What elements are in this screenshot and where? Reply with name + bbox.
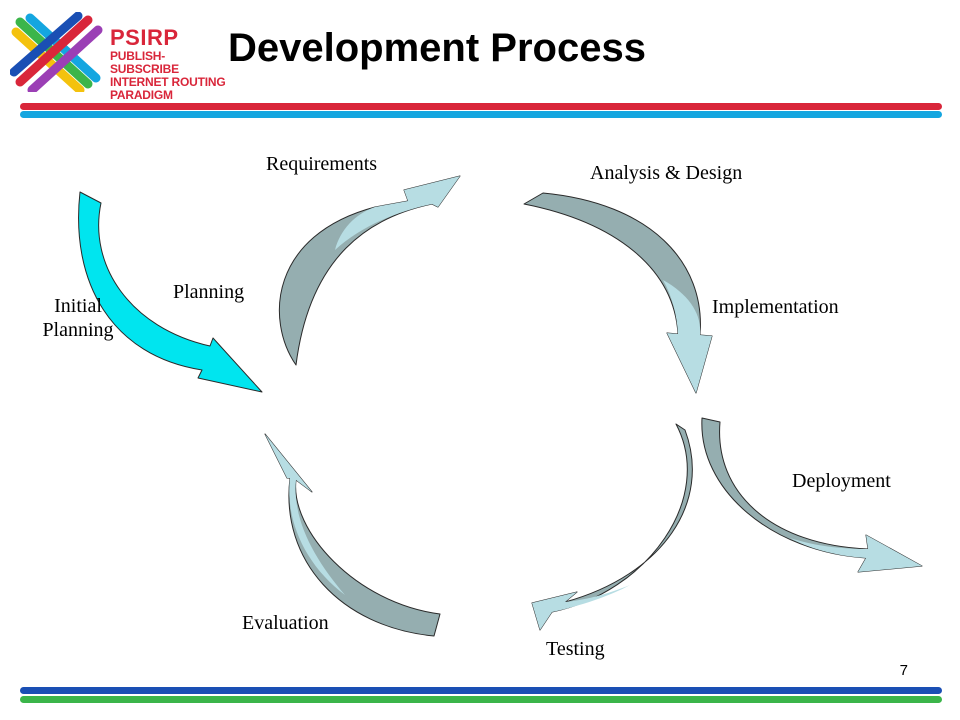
label-planning: Planning [173,281,245,303]
logo-cross-icon [9,11,103,95]
label-initial-planning-line-1: Initial [54,295,102,317]
arrow-evaluation-to-planning [264,433,441,637]
top-bar-cyan [20,111,942,118]
page-number: 7 [899,662,908,679]
label-initial-planning-line-2: Planning [42,319,114,341]
arrow-testing-highlight [532,585,630,630]
arrow-initial-planning [78,191,263,393]
bottom-bar-green [20,696,942,703]
logo-text: PSIRP PUBLISH-SUBSCRIBE INTERNET ROUTING… [110,26,230,102]
top-bar-red [20,103,942,110]
label-initial-planning: Initial Planning [28,294,128,342]
arrow-analysis-highlight [663,280,712,393]
logo-name: PSIRP [110,25,179,50]
arrow-deployment-highlight [790,535,922,572]
label-testing: Testing [546,638,605,660]
label-evaluation: Evaluation [242,612,329,634]
label-deployment: Deployment [792,470,891,492]
arrow-planning-highlight [335,176,460,250]
label-requirements: Requirements [266,153,378,175]
slide-title: Development Process [228,26,646,70]
label-analysis-design: Analysis & Design [590,162,743,184]
logo-line-3: PARADIGM [110,88,173,102]
logo-line-2: INTERNET ROUTING [110,75,226,89]
bottom-bar-blue [20,687,942,694]
logo-line-1: PUBLISH-SUBSCRIBE [110,49,179,76]
psirp-logo: PSIRP PUBLISH-SUBSCRIBE INTERNET ROUTING… [9,11,230,102]
label-implementation: Implementation [712,296,839,318]
